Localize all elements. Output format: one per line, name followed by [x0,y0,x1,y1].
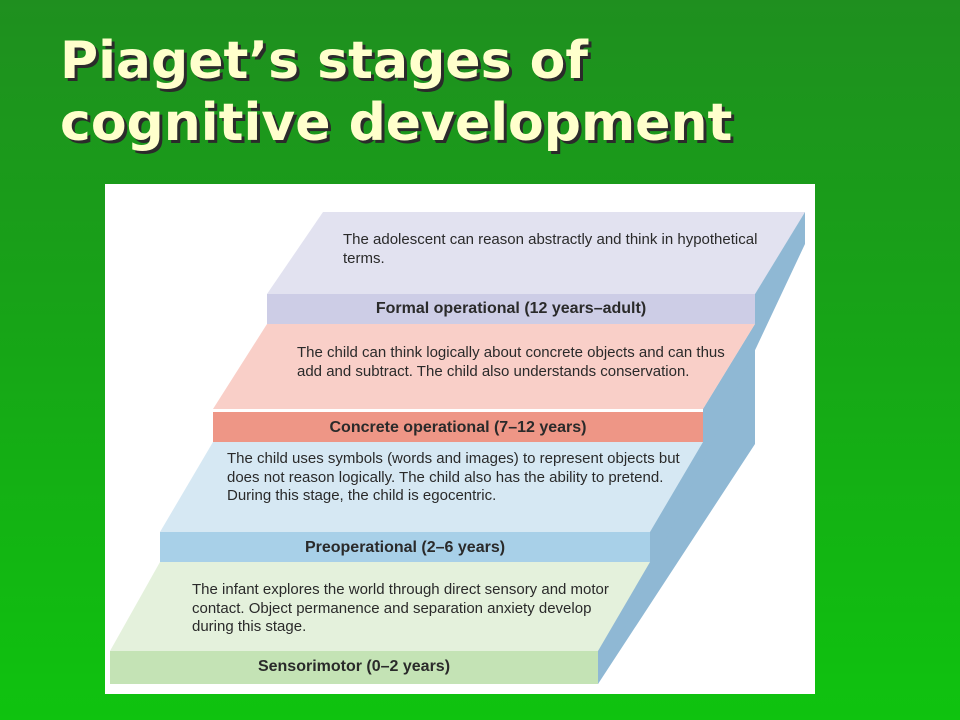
slide-title-line-1: Piaget’s stages of [60,31,588,91]
formal-operational-description: The adolescent can reason abstractly and… [343,231,758,267]
concrete-operational-description: The child can think logically about conc… [297,344,725,380]
staircase-side-wall-edge [598,212,805,684]
concrete-step-top [213,324,755,409]
preoperational-description: The child uses symbols (words and images… [227,450,680,504]
slide-title-line-2: cognitive development [60,93,733,153]
preoperational-step-front [160,532,650,562]
sensorimotor-step-top [110,562,650,651]
preoperational-label: Preoperational (2–6 years) [304,539,506,556]
slide-title: Piaget’s stages of cognitive development [60,30,732,154]
staircase-diagram: The adolescent can reason abstractly and… [105,184,815,694]
sensorimotor-description: The infant explores the world through di… [192,581,609,635]
formal-step-front [267,294,755,324]
sensorimotor-step-front [110,651,598,684]
concrete-step-front [213,412,703,442]
sensorimotor-label: Sensorimotor (0–2 years) [257,658,451,675]
preoperational-step-top [160,442,703,532]
staircase-graphic [110,212,805,684]
concrete-operational-label: Concrete operational (7–12 years) [329,419,587,436]
formal-operational-label: Formal operational (12 years–adult) [375,300,647,317]
formal-step-top [267,212,805,294]
